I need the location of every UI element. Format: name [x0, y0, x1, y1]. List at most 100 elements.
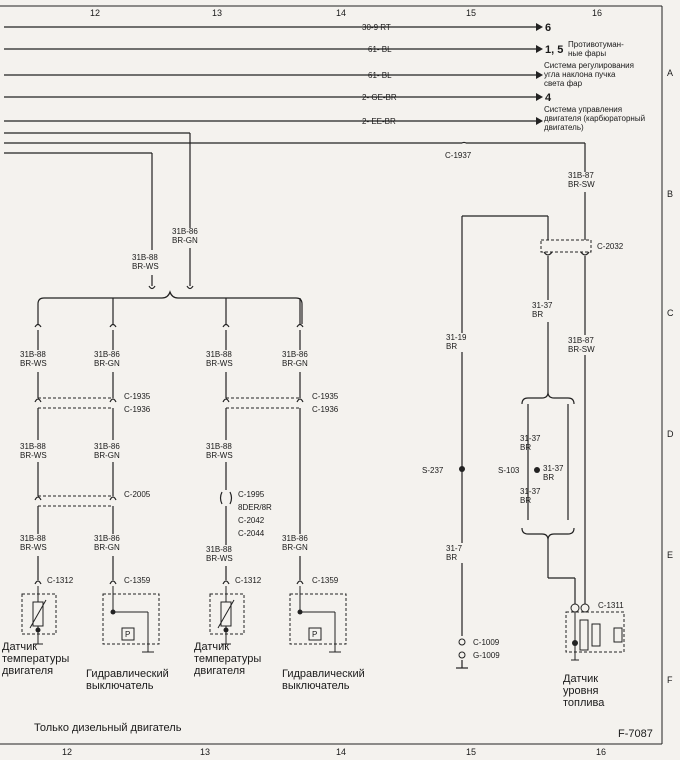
col-label: 15 — [466, 8, 476, 18]
connector-label: C-1935 — [312, 392, 339, 401]
text-line: BR-WS — [20, 359, 47, 368]
connector-label: C-1359 — [312, 576, 339, 585]
text-line: 31B-86 — [172, 227, 198, 236]
col-label: 14 — [336, 8, 346, 18]
col-label: 12 — [90, 8, 100, 18]
text-line: Противотуман- — [568, 40, 624, 49]
text-line: Система регулирования — [544, 61, 634, 70]
connector-label: C-2042 — [238, 516, 265, 525]
text-line: BR — [543, 473, 554, 482]
text-line: BR-GN — [282, 359, 308, 368]
text-line: Датчик — [2, 641, 37, 653]
text-line: ные фары — [568, 49, 606, 58]
text-line: выключатель — [282, 680, 350, 692]
text-line: температуры — [2, 653, 69, 665]
text-line: 31B-88 — [20, 442, 46, 451]
wire-label: 2- EE-BR — [362, 117, 396, 126]
text-line: 31-37 — [520, 434, 541, 443]
text-line: BR — [520, 496, 531, 505]
col-label: 13 — [212, 8, 222, 18]
text-line: 31-37 — [520, 487, 541, 496]
figure-id: F-7087 — [618, 728, 653, 740]
text-line: 31-37 — [543, 464, 564, 473]
text-line: 31B-86 — [282, 350, 308, 359]
text-line: угла наклона пучка — [544, 70, 616, 79]
connector-label: C-1311 — [598, 601, 624, 610]
text-line: BR-SW — [568, 180, 595, 189]
text-line: 31B-88 — [206, 442, 232, 451]
text-line: температуры — [194, 653, 261, 665]
text-line: BR — [446, 553, 457, 562]
text-line: уровня — [563, 685, 599, 697]
wire-label: 61- BL — [368, 71, 392, 80]
text-line: BR-WS — [132, 262, 159, 271]
text-line: Гидравлический — [86, 668, 169, 680]
text-line: BR-GN — [94, 451, 120, 460]
row-label: E — [667, 550, 673, 560]
col-label: 16 — [592, 8, 602, 18]
row-label: C — [667, 308, 674, 318]
text-line: двигатель) — [544, 123, 584, 132]
col-label: 15 — [466, 747, 476, 757]
destination-note: Противотуман-ные фары — [568, 40, 624, 58]
text-line: Датчик — [194, 641, 229, 653]
wire-label: 61- BL — [368, 45, 392, 54]
text-line: BR-GN — [172, 236, 198, 245]
text-line: 31B-87 — [568, 336, 594, 345]
connector-label: C-1009 — [473, 638, 500, 647]
text-line: 31B-86 — [282, 534, 308, 543]
connector-label: C-1995 — [238, 490, 265, 499]
connector-label: C-1936 — [124, 405, 151, 414]
connector-label: C-1359 — [124, 576, 151, 585]
connector-label: S-237 — [422, 466, 444, 475]
text-line: 31-37 — [532, 301, 553, 310]
connector-label: 8DER/8R — [238, 503, 272, 512]
col-label: 16 — [596, 747, 606, 757]
col-label: 12 — [62, 747, 72, 757]
text-line: света фар — [544, 79, 583, 88]
row-label: D — [667, 429, 674, 439]
text-line: 31B-86 — [94, 350, 120, 359]
footer-note: Только дизельный двигатель — [34, 722, 182, 734]
text-line: двигателя — [2, 665, 53, 677]
text-line: двигателя — [194, 665, 245, 677]
text-line: 31B-88 — [206, 350, 232, 359]
text-line: 31B-88 — [132, 253, 158, 262]
text-line: BR-WS — [206, 451, 233, 460]
text-line: 31B-86 — [94, 442, 120, 451]
text-line: BR — [446, 342, 457, 351]
text-line: BR — [520, 443, 531, 452]
col-label: 13 — [200, 747, 210, 757]
page-reference: 6 — [545, 22, 551, 34]
connector-label: C-1937 — [445, 151, 472, 160]
page-reference: 1, 5 — [545, 44, 563, 56]
text-line: выключатель — [86, 680, 154, 692]
connector-label: C-2032 — [597, 242, 624, 251]
connector-label: G-1009 — [473, 651, 500, 660]
text-line: Гидравлический — [282, 668, 365, 680]
row-label: F — [667, 675, 673, 685]
